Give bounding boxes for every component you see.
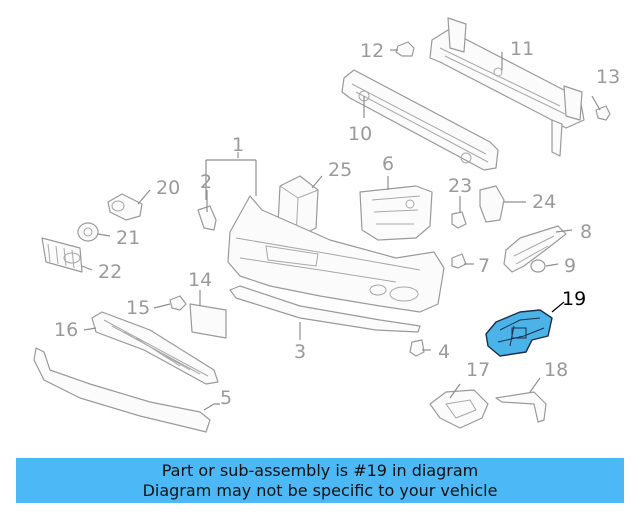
part-14-license-bracket[interactable] xyxy=(189,303,227,339)
part-4-screw[interactable] xyxy=(409,339,425,357)
part-22-bracket[interactable] xyxy=(41,237,83,273)
callout-7: 7 xyxy=(478,255,490,277)
callout-10: 10 xyxy=(348,123,372,145)
callout-24: 24 xyxy=(532,191,556,213)
callout-18: 18 xyxy=(544,359,568,381)
part-20-sensor[interactable] xyxy=(107,193,143,221)
callout-9: 9 xyxy=(564,255,576,277)
callout-20: 20 xyxy=(156,177,180,199)
callout-2: 2 xyxy=(200,171,212,193)
part-15-clip[interactable] xyxy=(169,295,187,311)
callout-23: 23 xyxy=(448,175,472,197)
part-7-screw[interactable] xyxy=(451,253,467,269)
callout-13: 13 xyxy=(596,66,620,88)
part-2-sensor-holder[interactable] xyxy=(197,205,217,231)
callout-25: 25 xyxy=(328,159,352,181)
part-9-nut[interactable] xyxy=(530,259,546,273)
banner-line-1: Part or sub-assembly is #19 in diagram xyxy=(161,461,479,480)
part-6-bracket[interactable] xyxy=(359,185,433,241)
callout-16: 16 xyxy=(54,319,78,341)
part-11-reinforcement-bar[interactable] xyxy=(429,17,585,157)
info-banner: Part or sub-assembly is #19 in diagram D… xyxy=(16,458,624,503)
part-8-side-bracket[interactable] xyxy=(503,225,567,273)
leader-lines xyxy=(81,49,601,411)
callout-6: 6 xyxy=(382,153,394,175)
callout-22: 22 xyxy=(98,261,122,283)
parts-diagram: 1 2 3 4 5 6 7 8 9 10 11 12 13 14 15 16 1… xyxy=(33,17,620,433)
part-12-bolt[interactable] xyxy=(395,41,415,57)
part-24-bracket[interactable] xyxy=(479,185,505,223)
part-5-lower-trim[interactable] xyxy=(33,347,211,433)
part-21-ring[interactable] xyxy=(77,222,99,242)
callout-17: 17 xyxy=(466,359,490,381)
part-3-spoiler-strip[interactable] xyxy=(229,285,421,333)
callout-5: 5 xyxy=(220,387,232,409)
part-10-energy-absorber[interactable] xyxy=(341,69,499,171)
callout-12: 12 xyxy=(360,40,384,62)
callout-14: 14 xyxy=(188,269,212,291)
part-13-bolt[interactable] xyxy=(595,105,611,121)
part-16-grille[interactable] xyxy=(91,311,219,385)
callout-19: 19 xyxy=(562,288,586,310)
part-1-bumper-cover[interactable] xyxy=(227,195,445,313)
part-19-highlighted-bracket[interactable] xyxy=(485,309,553,357)
callout-21: 21 xyxy=(116,227,140,249)
callout-15: 15 xyxy=(126,297,150,319)
part-18-fog-trim[interactable] xyxy=(495,391,547,423)
callout-4: 4 xyxy=(438,341,450,363)
banner-line-2: Diagram may not be specific to your vehi… xyxy=(142,481,498,500)
callout-11: 11 xyxy=(510,38,534,60)
callout-1: 1 xyxy=(232,134,244,156)
callout-8: 8 xyxy=(580,221,592,243)
part-17-fog-trim[interactable] xyxy=(429,389,489,429)
callout-3: 3 xyxy=(294,341,306,363)
part-23-sensor[interactable] xyxy=(451,211,467,229)
